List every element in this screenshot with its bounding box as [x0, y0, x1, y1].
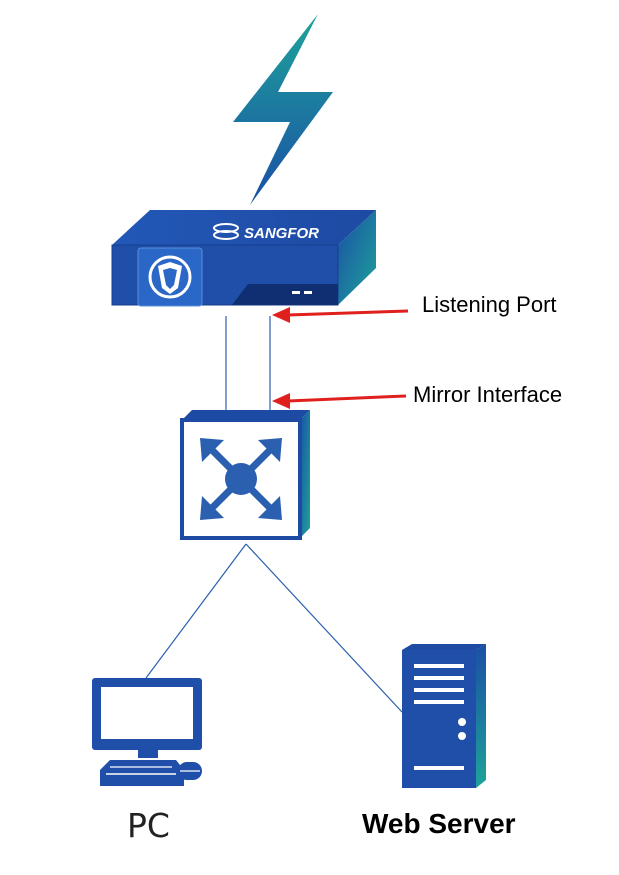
- pc-icon: [92, 678, 202, 786]
- network-switch-icon: [180, 410, 310, 540]
- web-server-label: Web Server: [362, 808, 516, 839]
- mirror-interface-arrow: [272, 393, 407, 409]
- sangfor-logo-icon: [213, 223, 239, 240]
- listening-port-label: Listening Port: [422, 292, 557, 317]
- sangfor-appliance-icon: SANGFOR: [111, 210, 376, 307]
- mirror-interface-label: Mirror Interface: [413, 382, 563, 407]
- pc-label: PC: [127, 806, 170, 845]
- web-server-icon: [402, 644, 486, 788]
- listening-port-arrow: [272, 307, 409, 323]
- pc-link-line: [145, 543, 247, 679]
- server-link-line: [245, 543, 403, 713]
- sangfor-brand-text: SANGFOR: [244, 225, 319, 242]
- lightning-bolt-icon: [233, 14, 333, 205]
- sangfor-emblem-icon: [148, 255, 192, 299]
